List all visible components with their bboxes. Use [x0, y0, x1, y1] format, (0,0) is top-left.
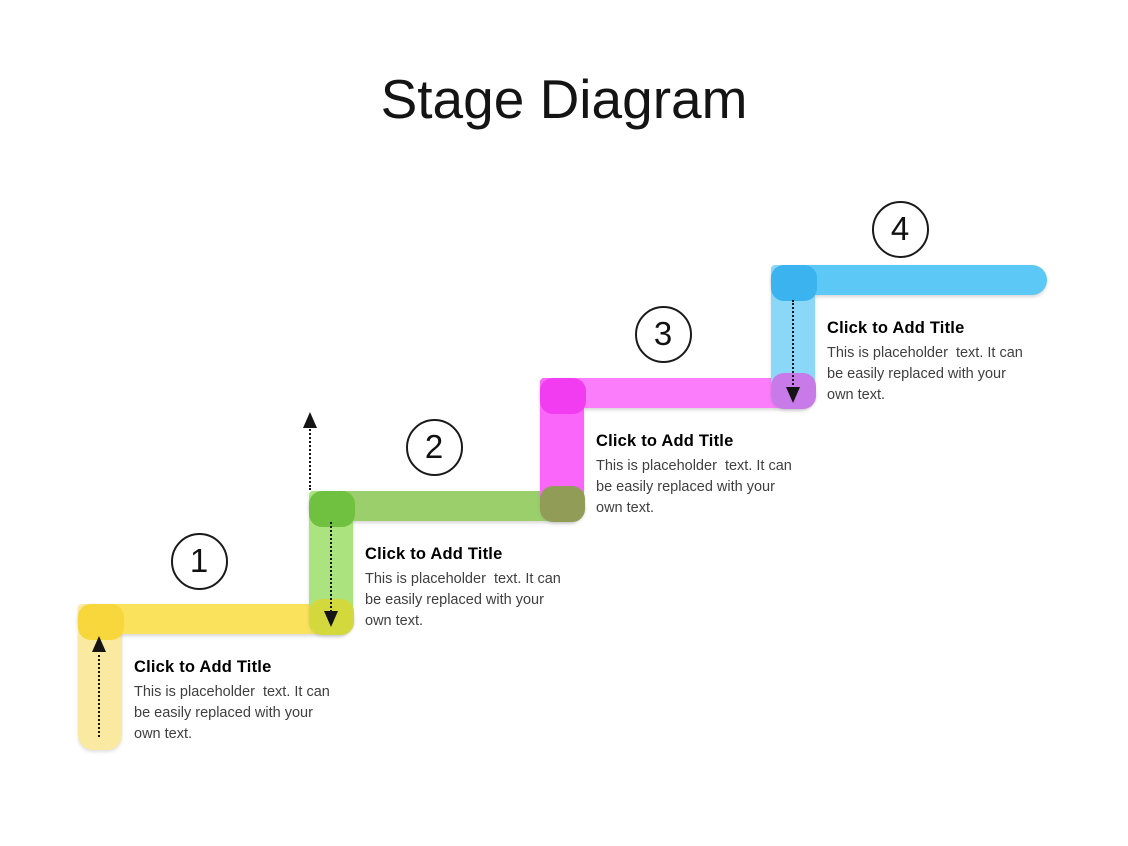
stage-corner: [78, 604, 124, 640]
stage-number: 4: [890, 210, 910, 247]
arrow-up-icon: [303, 412, 317, 428]
stage-body-text: own text.: [596, 500, 655, 516]
stage-body-text: This is placeholder text. It can: [365, 571, 561, 587]
stage-number: 3: [653, 315, 673, 352]
arrow-down-icon: [324, 611, 338, 627]
stage-body-text: This is placeholder text. It can: [596, 458, 792, 474]
stage-number-badge: 1: [170, 532, 228, 590]
arrow-dotted-line: [98, 650, 100, 737]
stage-body-text: own text.: [134, 726, 193, 742]
stage-number-badge: 4: [871, 200, 929, 258]
stage-bar: [309, 491, 585, 521]
stage-number: 2: [424, 428, 444, 465]
stage-corner: [309, 491, 355, 527]
stage-bar: [540, 378, 816, 408]
page-title: Stage Diagram: [380, 68, 748, 130]
stage-title: Click to Add Title: [365, 545, 503, 563]
arrow-down-icon: [786, 387, 800, 403]
stage-body-text: be easily replaced with your: [134, 705, 313, 721]
arrow-dotted-line: [309, 426, 311, 490]
stage-corner: [540, 378, 586, 414]
stage-body-text: be easily replaced with your: [596, 479, 775, 495]
stage-number-badge: 3: [634, 305, 692, 363]
arrow-dotted-line: [330, 522, 332, 612]
stage-body-text: be easily replaced with your: [365, 592, 544, 608]
stage-bar: [771, 265, 1047, 295]
arrow-dotted-line: [792, 300, 794, 389]
stage-number-badge: 2: [405, 418, 463, 476]
stage-number: 1: [189, 542, 209, 579]
stage-overlap: [540, 486, 585, 522]
stage-bar: [78, 604, 354, 634]
stage-body-text: own text.: [365, 613, 424, 629]
stage-body-text: own text.: [827, 387, 886, 403]
stage-corner: [771, 265, 817, 301]
stage-title: Click to Add Title: [596, 432, 734, 450]
arrow-up-icon: [92, 636, 106, 652]
stage-title: Click to Add Title: [827, 319, 965, 337]
stage-body-text: This is placeholder text. It can: [134, 684, 330, 700]
stage-title: Click to Add Title: [134, 658, 272, 676]
stage-body-text: This is placeholder text. It can: [827, 345, 1023, 361]
stage-body-text: be easily replaced with your: [827, 366, 1006, 382]
